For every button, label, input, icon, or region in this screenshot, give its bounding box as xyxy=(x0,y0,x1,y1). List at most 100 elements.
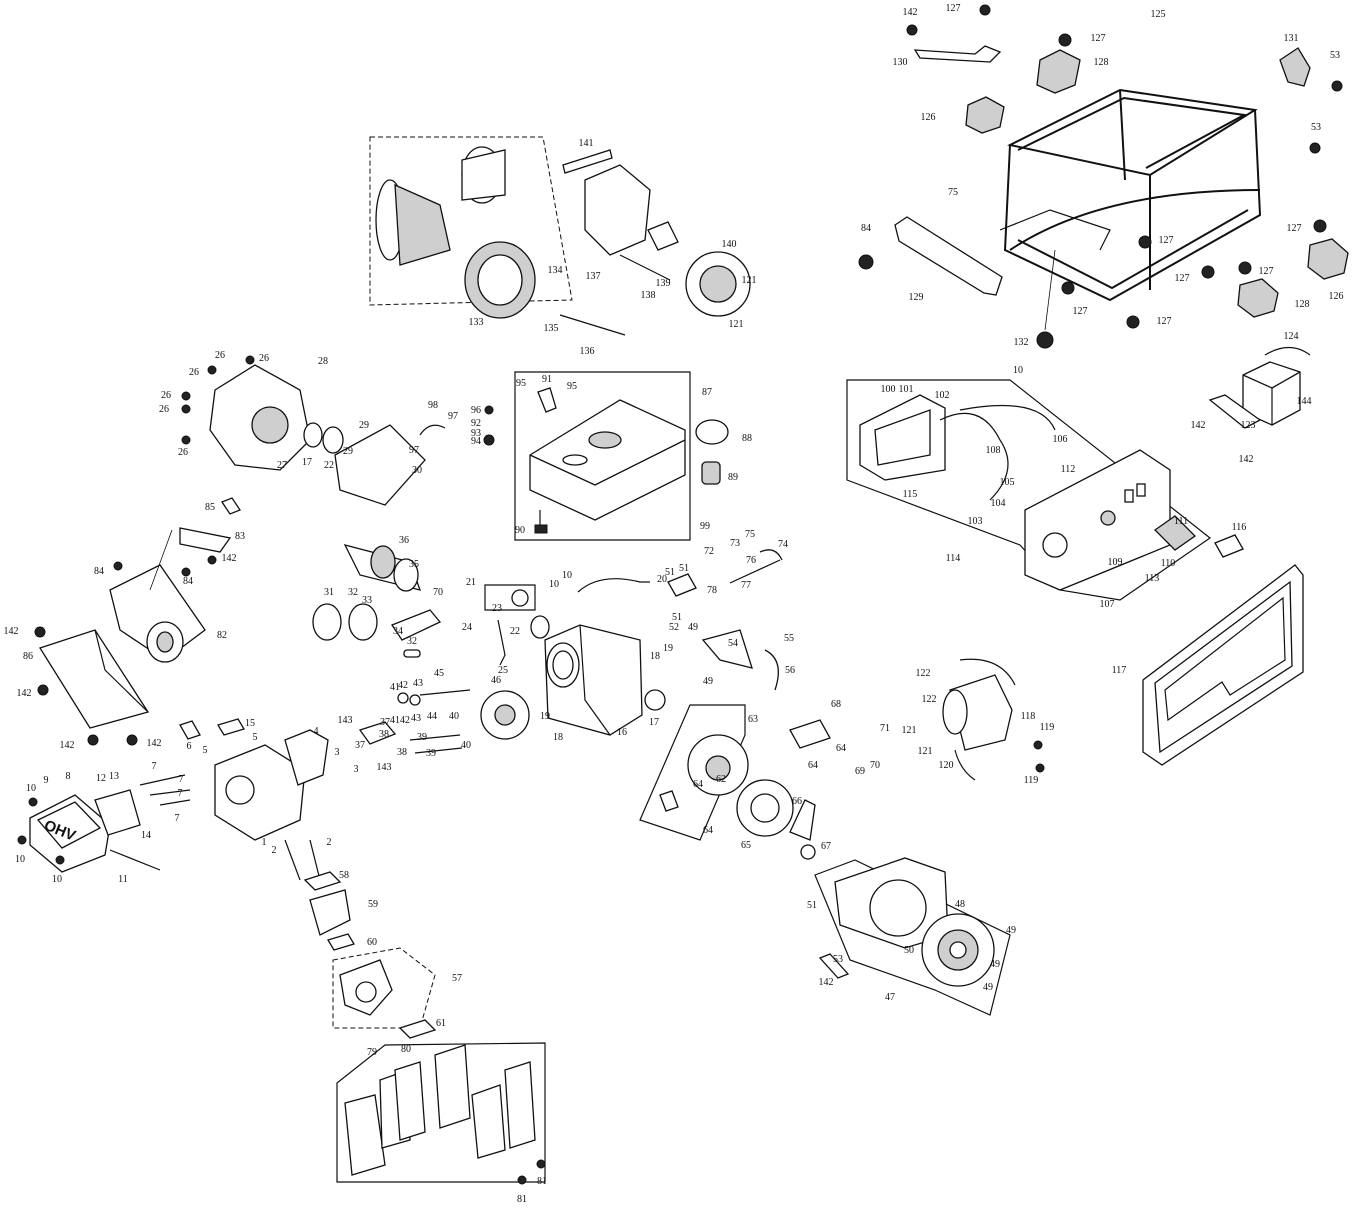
part-number-label: 102 xyxy=(935,390,950,401)
part-number-label: 17 xyxy=(649,717,659,728)
part-number-label: 49 xyxy=(990,959,1000,970)
part-number-label: 122 xyxy=(922,694,937,705)
part-number-label: 104 xyxy=(991,498,1006,509)
part-number-label: 6 xyxy=(187,741,192,752)
part-number-label: 90 xyxy=(515,525,525,536)
part-number-label: 60 xyxy=(367,937,377,948)
part-number-label: 141 xyxy=(579,138,594,149)
part-number-label: 53 xyxy=(1311,122,1321,133)
part-number-label: 121 xyxy=(729,319,744,330)
governor-linkage xyxy=(577,549,783,691)
part-number-label: 75 xyxy=(948,187,958,198)
part-number-label: 18 xyxy=(553,732,563,743)
valve-train xyxy=(358,689,530,754)
muffler-group xyxy=(34,497,241,746)
part-number-label: 86 xyxy=(23,651,33,662)
part-number-label: 3 xyxy=(354,764,359,775)
part-number-label: 50 xyxy=(904,945,914,956)
part-number-label: 34 xyxy=(393,626,403,637)
part-number-label: 96 xyxy=(471,405,481,416)
part-number-label: 142 xyxy=(222,553,237,564)
part-number-label: 38 xyxy=(397,747,407,758)
part-number-label: 128 xyxy=(1094,57,1109,68)
part-number-label: 32 xyxy=(407,636,417,647)
valve-cover-group: OHV xyxy=(17,789,161,873)
part-number-label: 40 xyxy=(449,711,459,722)
part-number-label: 16 xyxy=(617,727,627,738)
part-number-label: 84 xyxy=(183,576,193,587)
part-number-label: 111 xyxy=(1174,516,1188,527)
part-number-label: 127 xyxy=(1259,266,1274,277)
part-number-label: 112 xyxy=(1061,464,1076,475)
part-number-label: 21 xyxy=(466,577,476,588)
part-number-label: 39 xyxy=(417,732,427,743)
part-number-label: 37 xyxy=(355,740,365,751)
part-number-label: 20 xyxy=(657,574,667,585)
part-number-label: 2 xyxy=(272,845,277,856)
part-number-label: 70 xyxy=(870,760,880,771)
alternator-group xyxy=(369,136,751,336)
part-number-label: 41 xyxy=(390,715,400,726)
part-number-label: 46 xyxy=(491,675,501,686)
part-number-label: 51 xyxy=(665,567,675,578)
part-number-label: 22 xyxy=(510,626,520,637)
part-number-label: 5 xyxy=(203,745,208,756)
part-number-label: 136 xyxy=(580,346,595,357)
part-number-label: 143 xyxy=(377,762,392,773)
part-number-label: 18 xyxy=(650,651,660,662)
part-number-label: 10 xyxy=(15,854,25,865)
part-number-label: 42 xyxy=(400,715,410,726)
part-number-label: 53 xyxy=(833,954,843,965)
part-number-label: 71 xyxy=(880,723,890,734)
part-number-label: 142 xyxy=(819,977,834,988)
part-number-label: 82 xyxy=(217,630,227,641)
part-number-label: 78 xyxy=(707,585,717,596)
part-number-label: 48 xyxy=(955,899,965,910)
part-number-label: 65 xyxy=(741,840,751,851)
part-number-label: 14 xyxy=(141,830,151,841)
part-number-label: 7 xyxy=(175,813,180,824)
part-number-label: 127 xyxy=(946,3,961,14)
part-number-label: 66 xyxy=(792,796,802,807)
part-number-label: 113 xyxy=(1145,573,1160,584)
panel-frame xyxy=(1142,564,1304,766)
part-number-label: 93 xyxy=(471,428,481,439)
part-number-label: 101 xyxy=(899,384,914,395)
part-number-label: 45 xyxy=(434,668,444,679)
carburetor-group xyxy=(303,871,437,1039)
part-number-label: 95 xyxy=(516,378,526,389)
part-number-label: 3 xyxy=(335,747,340,758)
part-number-label: 98 xyxy=(428,400,438,411)
part-number-label: 29 xyxy=(343,446,353,457)
part-number-label: 126 xyxy=(1329,291,1344,302)
part-number-label: 51 xyxy=(672,612,682,623)
part-number-label: 26 xyxy=(215,350,225,361)
part-number-label: 49 xyxy=(688,622,698,633)
part-number-label: 47 xyxy=(885,992,895,1003)
crankshaft-piston xyxy=(312,544,442,658)
part-number-label: 99 xyxy=(700,521,710,532)
part-number-label: 33 xyxy=(362,595,372,606)
part-number-label: 129 xyxy=(909,292,924,303)
part-number-label: 97 xyxy=(448,411,458,422)
part-number-label: 54 xyxy=(728,638,738,649)
part-number-label: 63 xyxy=(748,714,758,725)
part-number-label: 10 xyxy=(1013,365,1023,376)
flywheel-group xyxy=(639,704,831,860)
part-number-label: 42 xyxy=(398,680,408,691)
part-number-label: 7 xyxy=(179,774,184,785)
part-number-label: 31 xyxy=(324,587,334,598)
part-number-label: 12 xyxy=(96,773,106,784)
part-number-label: 84 xyxy=(94,566,104,577)
part-number-label: 75 xyxy=(745,529,755,540)
part-number-label: 23 xyxy=(492,603,502,614)
part-number-label: 26 xyxy=(178,447,188,458)
part-number-label: 142 xyxy=(1191,420,1206,431)
part-number-label: 126 xyxy=(921,112,936,123)
part-number-label: 144 xyxy=(1297,396,1312,407)
part-number-label: 142 xyxy=(903,7,918,18)
part-number-label: 127 xyxy=(1157,316,1172,327)
part-number-label: 121 xyxy=(742,275,757,286)
engine-block xyxy=(484,584,666,736)
battery xyxy=(1208,346,1311,429)
